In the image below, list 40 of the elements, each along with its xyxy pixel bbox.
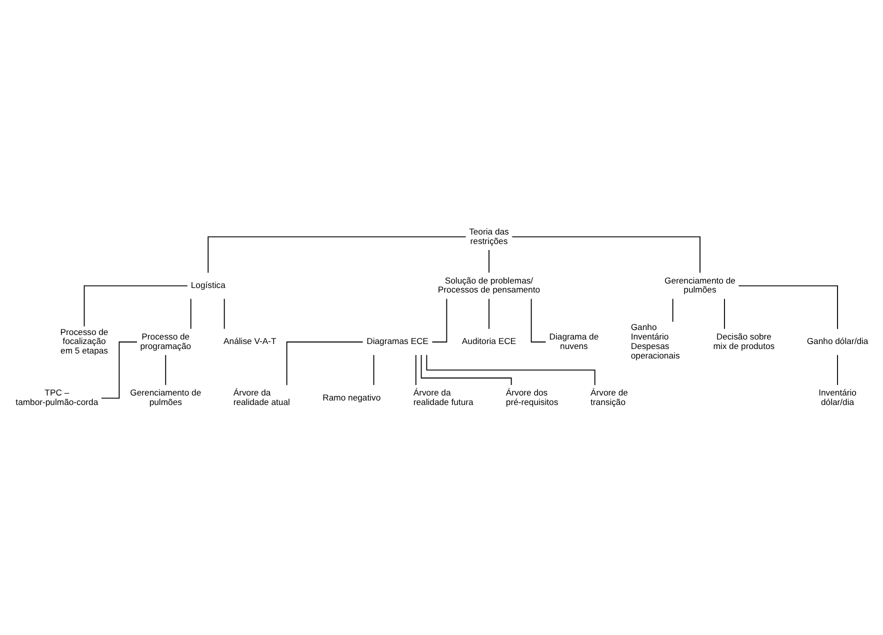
connector (738, 285, 838, 330)
node-text: Decisão sobre mix de produtos (712, 332, 774, 351)
node-text: Árvore dos pré-requisitos (505, 388, 558, 408)
node-text: Processo de programação (140, 332, 191, 351)
node-text: Inventário dólar/dia (818, 388, 856, 408)
connector (83, 285, 188, 327)
connector (530, 298, 546, 342)
node-text: Auditoria ECE (461, 336, 516, 346)
connector (836, 354, 838, 386)
node-text: Análise V-A-T (223, 336, 276, 346)
node-text: Ganho Inventário Despesas operacionais (630, 322, 680, 360)
node-text: Teoria das restrições (468, 226, 508, 246)
node-text: Ramo negativo (322, 392, 380, 402)
connector (372, 354, 374, 386)
connector (190, 298, 191, 330)
connector (414, 354, 416, 386)
connector (100, 342, 137, 399)
node-text: Diagramas ECE (366, 336, 428, 346)
connector (511, 236, 700, 274)
node-text: Árvore da realidade futura (412, 388, 473, 408)
node-text: Solução de problemas/ Processos de pensamento (437, 275, 540, 295)
connector (286, 342, 363, 386)
node-text: Árvore de transição (590, 388, 628, 408)
connector (223, 298, 224, 330)
connector (488, 298, 489, 330)
connector (431, 298, 447, 342)
node-text: Gerenciamento de pulmões (664, 275, 735, 295)
connector (672, 298, 673, 322)
connector (207, 236, 466, 274)
connector (164, 354, 166, 386)
node-text: Logística (190, 280, 225, 290)
node-text: Diagrama de nuvens (548, 332, 598, 351)
connector (426, 354, 595, 386)
node-text: TPC – tambor-pulmão-corda (15, 388, 98, 408)
node-text: Ganho dólar/dia (806, 336, 868, 346)
node-text: Árvore da realidade atual (232, 388, 290, 408)
connector (488, 250, 489, 274)
node-text: Processo de focalização em 5 etapas (60, 326, 108, 356)
connector (420, 354, 512, 386)
node-text: Gerenciamento de pulmões (130, 388, 201, 408)
